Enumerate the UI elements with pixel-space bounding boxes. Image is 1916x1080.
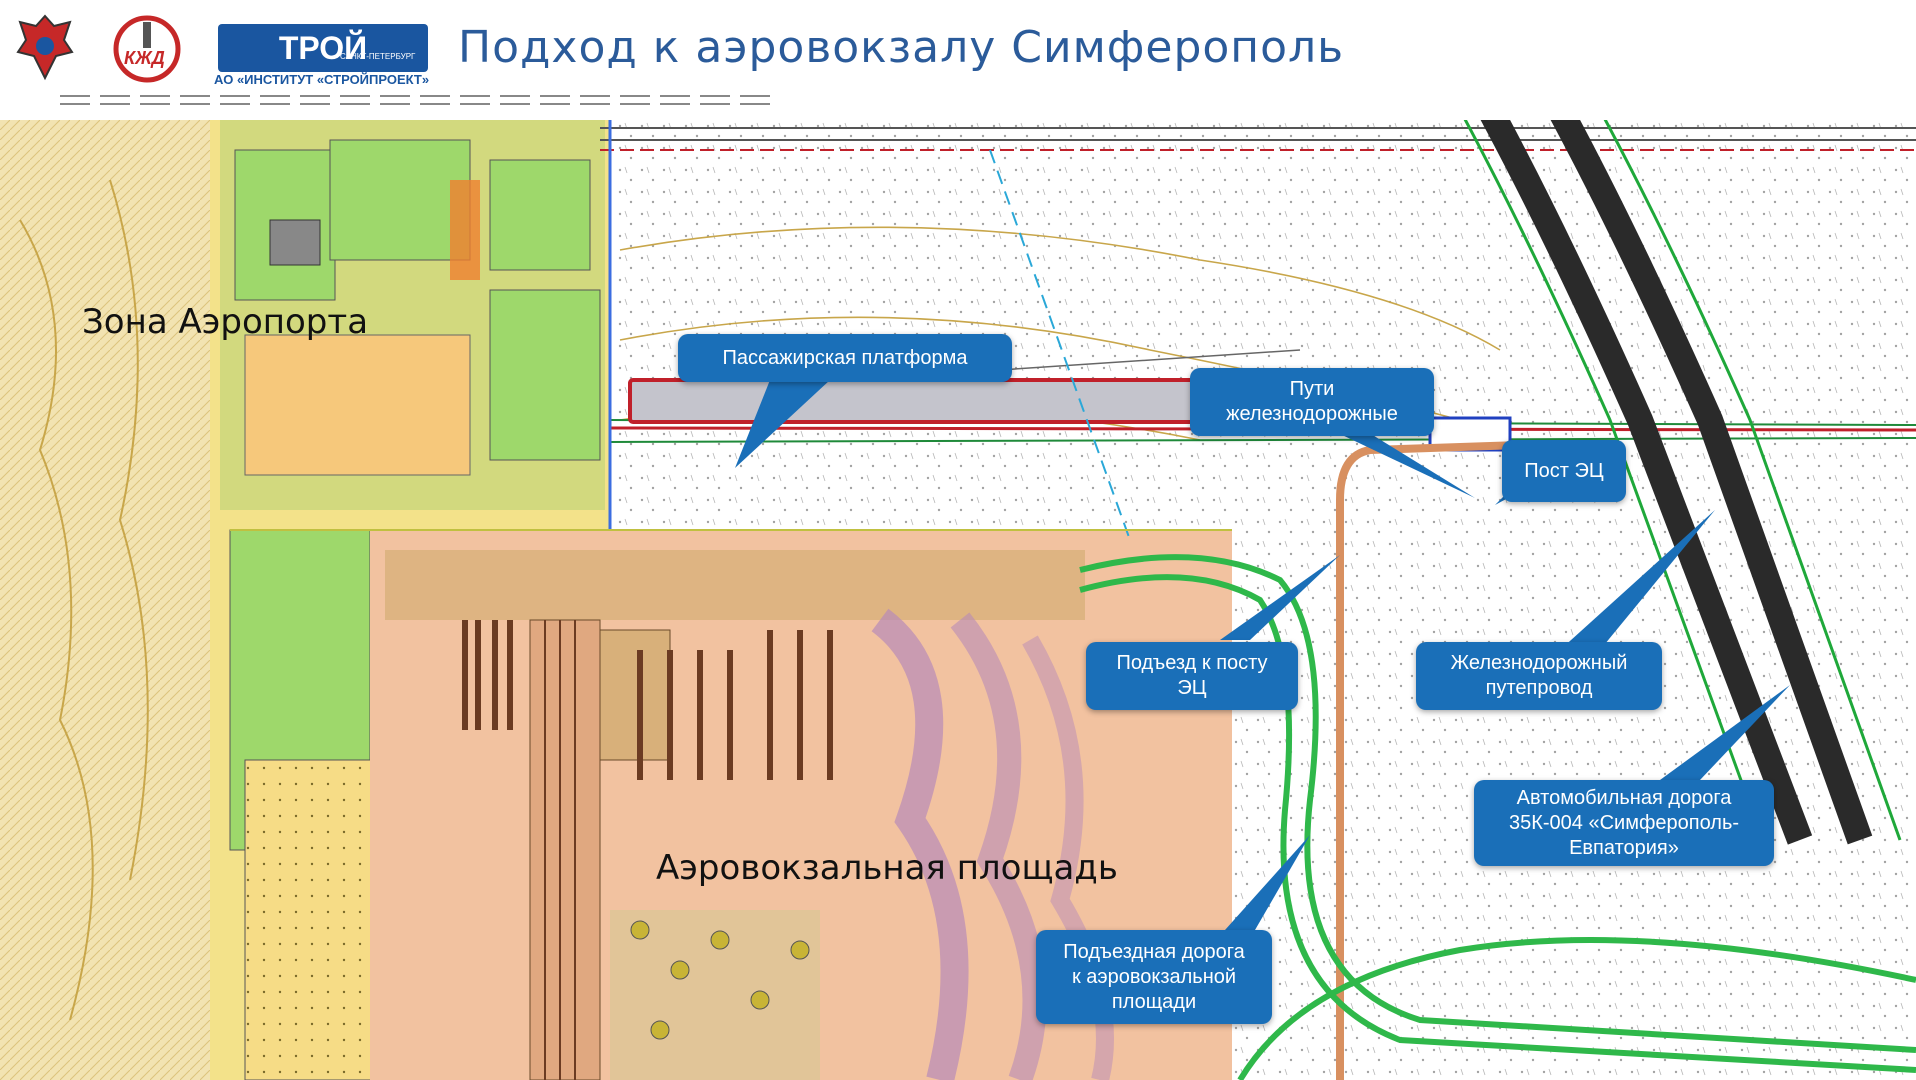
header: КЖД ТРОЙ ПРОЕКТ САНКТ-ПЕТЕРБУРГ АО «ИНСТ… — [0, 0, 1916, 120]
callout-railway-tracks: Пути железнодорожные — [1190, 368, 1434, 436]
callout-railway-overpass: Железнодорожный путепровод — [1416, 642, 1662, 710]
logo-city: САНКТ-ПЕТЕРБУРГ — [340, 52, 416, 61]
header-dashes — [60, 95, 780, 105]
callout-post-ec: Пост ЭЦ — [1502, 440, 1626, 502]
emblem-icon — [16, 14, 74, 81]
site-plan-map — [0, 120, 1916, 1080]
kzd-logo-icon — [113, 15, 181, 83]
page-title: Подход к аэровокзалу Симферополь — [458, 22, 1345, 73]
airport-zone-label: Зона Аэропорта — [82, 302, 369, 342]
callout-access-to-post: Подъезд к посту ЭЦ — [1086, 642, 1298, 710]
callout-access-road: Подъездная дорога к аэровокзальной площа… — [1036, 930, 1272, 1024]
callout-highway: Автомобильная дорога 35К-004 «Симферопол… — [1474, 780, 1774, 866]
access-road — [1079, 554, 1916, 1080]
railway-overpass — [1480, 120, 1873, 845]
logo-company: АО «ИНСТИТУТ «СТРОЙПРОЕКТ» — [214, 72, 430, 87]
callout-passenger-platform: Пассажирская платформа — [678, 334, 1012, 382]
kzd-logo-text: КЖД — [124, 48, 165, 68]
terminal-square-label: Аэровокзальная площадь — [656, 848, 1118, 888]
